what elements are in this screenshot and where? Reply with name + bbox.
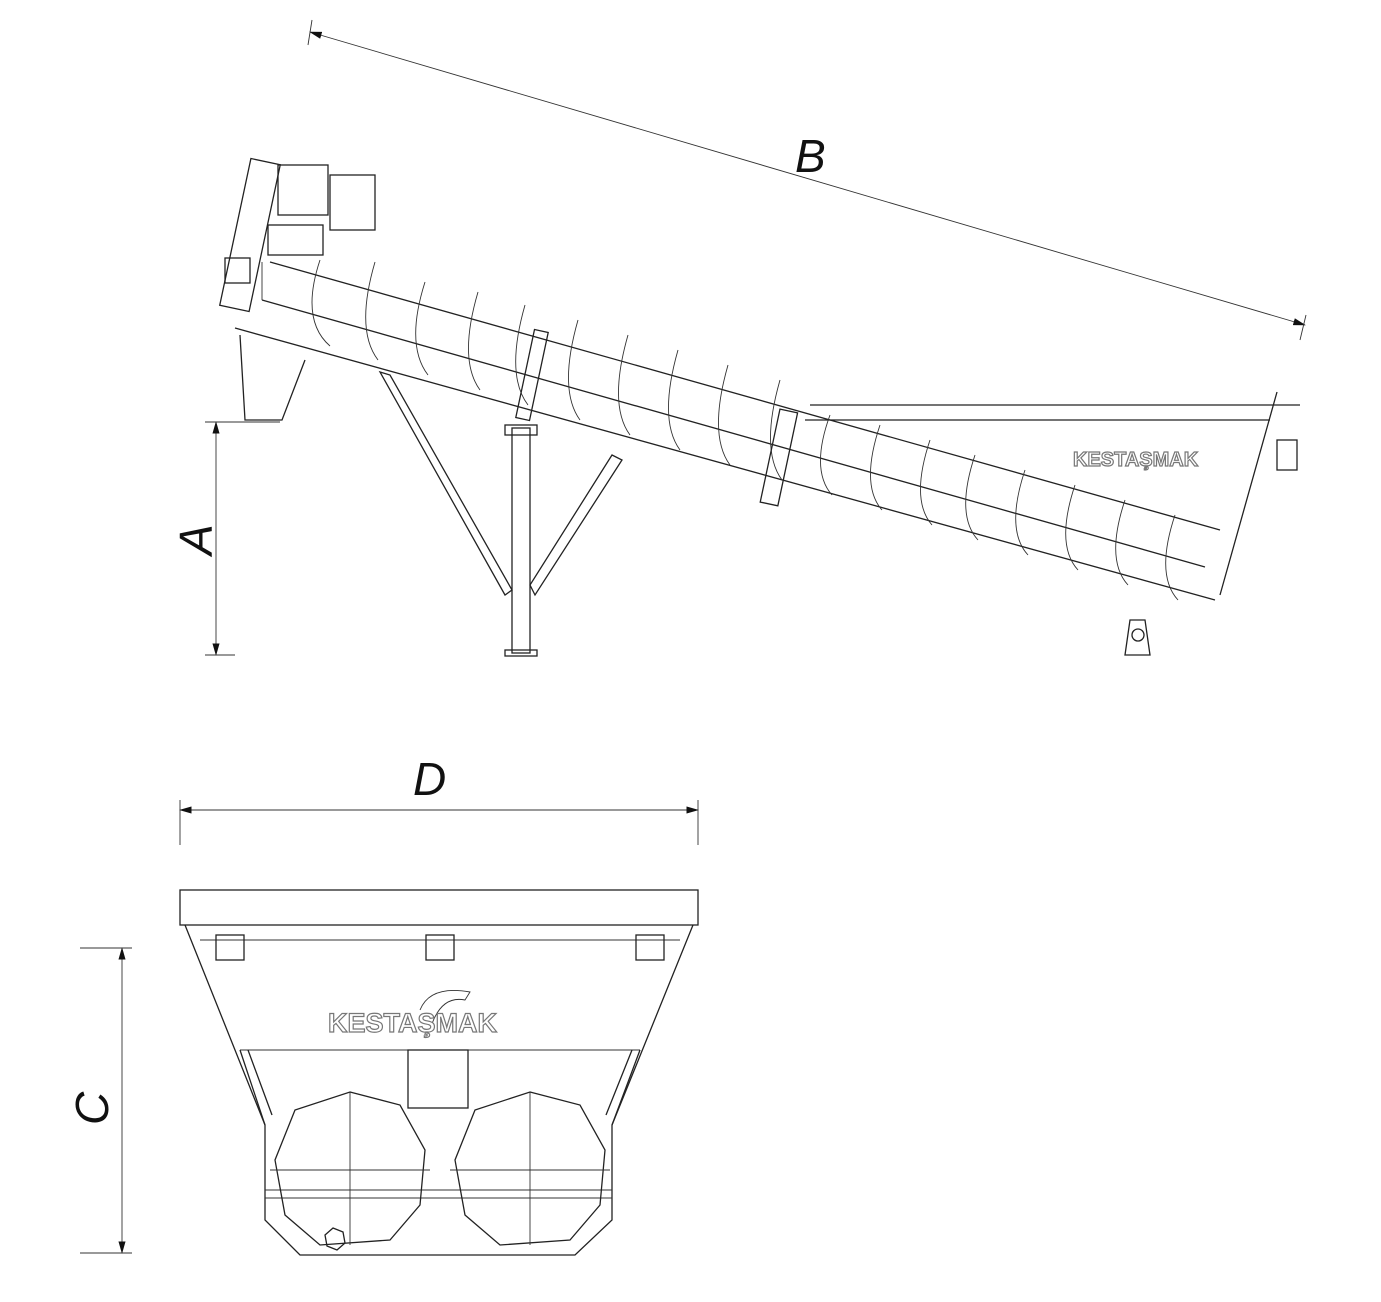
support-legs xyxy=(378,370,1151,657)
logo-swoosh xyxy=(419,990,471,1031)
side-logo: KESTAŞMAK xyxy=(1073,449,1199,471)
front-view: KESTAŞMAK xyxy=(179,889,699,1256)
dimension-c: C xyxy=(66,947,132,1254)
nozzles xyxy=(215,934,665,961)
dimension-d-label: D xyxy=(413,753,446,805)
dimension-b-label: B xyxy=(795,130,826,182)
left-screw-section xyxy=(274,1091,426,1246)
screw-flights xyxy=(311,259,1179,601)
side-view: KESTAŞMAK xyxy=(218,157,1300,657)
dimension-a-label: A xyxy=(170,524,222,558)
right-screw-section xyxy=(454,1091,606,1246)
dimension-c-label: C xyxy=(66,1091,118,1125)
dimension-d: D xyxy=(179,753,699,845)
front-logo: KESTAŞMAK xyxy=(328,1008,498,1038)
dimension-b: B xyxy=(307,19,1307,341)
motor-gearbox xyxy=(218,157,376,313)
dimension-a: A xyxy=(170,421,280,656)
